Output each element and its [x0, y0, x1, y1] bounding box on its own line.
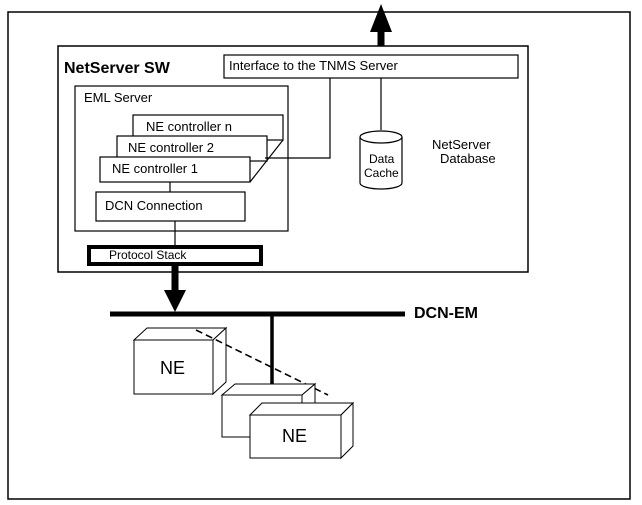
- ne-box-3: [248, 401, 355, 460]
- controller-stack-diagonal: [249, 139, 284, 183]
- ne-controller-1-label: NE controller 1: [112, 161, 198, 176]
- ne-label-1: NE: [160, 358, 186, 378]
- netserver-database-label-line1: NetServer: [432, 137, 491, 152]
- interface-label: Interface to the TNMS Server: [229, 58, 398, 73]
- data-cache-label-line2: Cache: [364, 166, 399, 180]
- data-cache-label-line1: Data: [369, 152, 395, 166]
- downlink-arrow-head: [164, 290, 186, 312]
- eml-server-label: EML Server: [84, 90, 153, 105]
- data-cache-cylinder: [359, 130, 403, 190]
- ne-controller-2-label: NE controller 2: [128, 140, 214, 155]
- ne-box-1: [132, 326, 228, 396]
- dcn-em-label: DCN-EM: [414, 305, 478, 322]
- netserver-title: NetServer SW: [64, 60, 170, 77]
- protocol-stack-label: Protocol Stack: [109, 248, 187, 262]
- controller-interface-link: [265, 78, 331, 159]
- ne-controller-n-label: NE controller n: [146, 119, 232, 134]
- dcn-connection-label: DCN Connection: [105, 198, 203, 213]
- uplink-arrow-head: [370, 4, 392, 32]
- interface-box: [223, 54, 519, 79]
- ne-label-2: NE: [282, 426, 308, 446]
- netserver-database-label-line2: Database: [440, 151, 496, 166]
- ne-controller-1-box: [99, 156, 251, 183]
